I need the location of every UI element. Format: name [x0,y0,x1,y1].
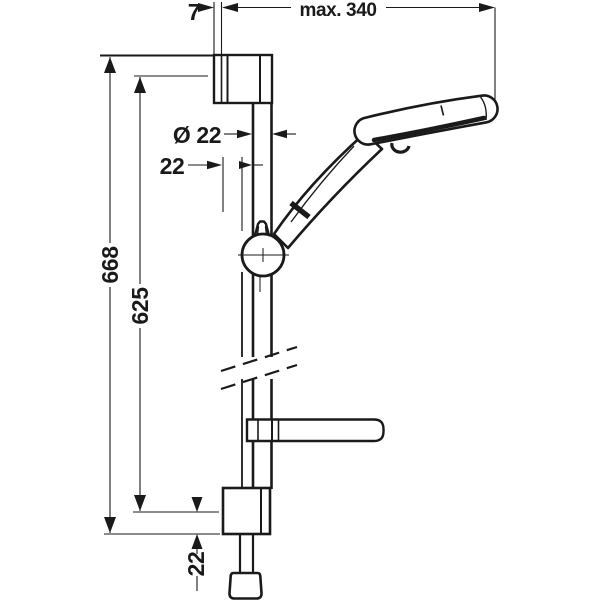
break-marks [220,345,298,391]
dimension-labels: 7 max. 340 Ø 22 22 668 625 22 [97,0,377,576]
dim-22b-arrow-down [191,497,203,512]
break-line-upper [220,345,298,373]
soap-dish-outline [245,418,385,443]
break-line-lower [220,363,298,391]
slider-holder [238,220,289,292]
head-right-cap-inner-line [479,96,487,121]
bottom-bracket-body [221,486,272,536]
hand-shower-head [353,94,499,154]
dim-22-arrow-2 [239,161,252,169]
dimension-diameter [224,129,296,139]
head-handle-junction-ring [390,142,411,154]
label-top-gap: 7 [188,0,200,25]
hose-cone-nut [228,571,263,600]
label-wall-offset: 22 [160,153,185,179]
dim-d22-arrow-right [272,129,287,139]
handle-inner-line [290,145,355,223]
label-diameter: Ø 22 [173,122,221,148]
head-top-face-notch [440,105,445,116]
dimension-625 [133,75,219,513]
soap-dish [245,418,385,443]
dim-625-arrow-down [134,495,146,511]
handle-outline [272,131,384,250]
hand-shower-handle [272,131,384,250]
head-spray-face-band [371,115,487,143]
dim-625-arrow-up [134,77,146,93]
head-outline [353,94,499,146]
dimension-wall-offset [188,157,263,231]
hose-end [228,534,263,600]
dim-7-arrow [198,3,214,12]
label-max-reach: max. 340 [299,0,376,21]
handle-grip-band [289,200,311,220]
dim-668-arrow-down [104,517,116,533]
label-overall-height: 668 [97,246,123,284]
dim-340-arrow-right [479,3,495,12]
label-bottom-offset: 22 [183,552,209,577]
top-bracket-body [212,53,274,105]
label-mounting-height: 625 [127,287,153,325]
dim-22-arrow-1 [207,160,222,170]
dim-340-arrow-left [222,3,238,12]
wall-bar-rail [251,100,273,489]
bottom-bracket [221,486,272,536]
dim-22b-arrow-up [191,534,203,549]
dimension-bottom-offset [191,497,203,591]
dimension-668 [100,54,220,535]
dim-d22-arrow-left [237,129,252,139]
dim-668-arrow-up [104,57,116,73]
top-bracket [212,53,274,105]
dimension-top [198,2,496,101]
